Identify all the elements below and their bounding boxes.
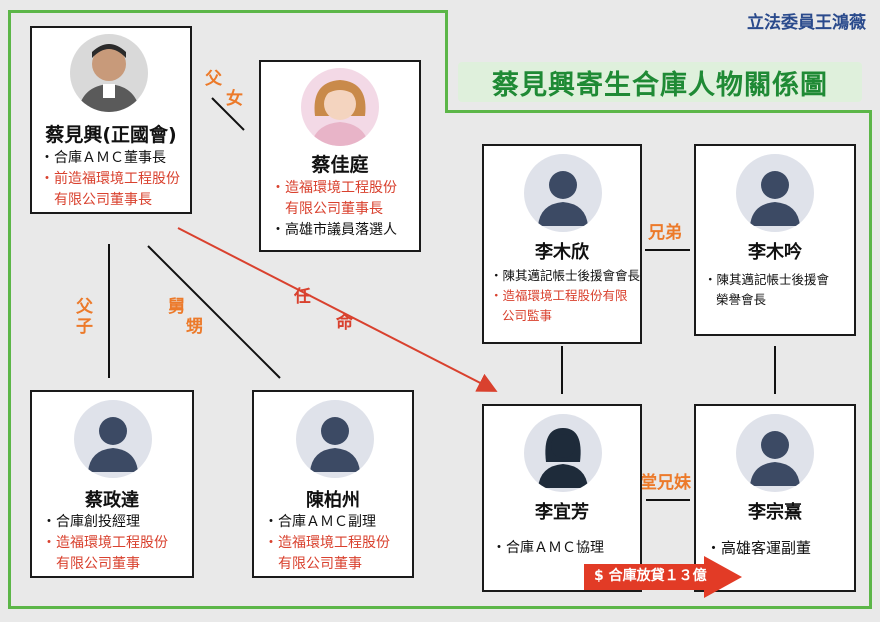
- avatar-placeholder-icon: [736, 414, 814, 492]
- person-name: 李木欣: [535, 242, 589, 263]
- rel-nephew: 甥: [186, 317, 203, 337]
- person-detail: ・合庫ＡＭＣ董事長: [40, 150, 166, 166]
- card-li-muxin: 李木欣 ・陳其邁記帳士後援會會長 ・造福環境工程股份有限 公司監事: [482, 144, 642, 344]
- card-li-yifang: 李宜芳 ・合庫ＡＭＣ協理: [482, 404, 642, 592]
- rel-father: 父: [205, 69, 222, 89]
- rel-appoint-1: 任: [294, 287, 311, 307]
- person-detail: ・前造福環境工程股份: [40, 171, 180, 187]
- person-detail: ・合庫創投經理: [42, 514, 140, 530]
- diagram-title: 蔡見興寄生合庫人物關係圖: [492, 69, 828, 101]
- frame-mid-horizontal: [445, 110, 872, 113]
- rel-uncle: 舅: [168, 297, 185, 317]
- person-name: 李木吟: [748, 242, 802, 263]
- rel-daughter: 女: [226, 89, 243, 109]
- avatar-photo: [70, 34, 148, 112]
- frame-left: [8, 10, 11, 608]
- rel-son: 子: [76, 317, 93, 337]
- person-detail: 有限公司董事: [56, 556, 140, 572]
- person-detail: ・高雄客運副董: [706, 539, 812, 557]
- person-detail: 有限公司董事長: [285, 201, 383, 217]
- person-detail: ・造福環境工程股份: [264, 535, 390, 551]
- person-detail: 榮譽會長: [716, 292, 767, 307]
- person-detail: ・合庫ＡＭＣ協理: [492, 540, 604, 556]
- card-tsai-jiating: 蔡佳庭 ・造福環境工程股份 有限公司董事長 ・高雄市議員落選人: [259, 60, 421, 252]
- rel-cousins: 堂兄妹: [640, 473, 691, 493]
- loan-label: $ 合庫放貸１３億: [594, 568, 707, 584]
- person-detail: ・造福環境工程股份: [42, 535, 168, 551]
- card-chen-bozhou: 陳柏州 ・合庫ＡＭＣ副理 ・造福環境工程股份 有限公司董事: [252, 390, 414, 578]
- card-tsai-jianxing: 蔡見興(正國會) ・合庫ＡＭＣ董事長 ・前造福環境工程股份 有限公司董事長: [30, 26, 192, 214]
- person-name: 李宜芳: [535, 502, 589, 523]
- card-li-zongxi: 李宗熹 ・高雄客運副董: [694, 404, 856, 592]
- loan-arrow-icon: [584, 556, 742, 598]
- person-detail: ・高雄市議員落選人: [271, 222, 397, 238]
- person-detail: ・陳其邁記帳士後援會: [704, 272, 830, 287]
- avatar-photo: [301, 68, 379, 146]
- avatar-placeholder-icon: [736, 154, 814, 232]
- rel-father-2: 父: [76, 297, 93, 317]
- avatar-placeholder-icon: [524, 154, 602, 232]
- frame-mid-vertical: [445, 10, 448, 112]
- person-detail: 公司監事: [502, 308, 553, 323]
- person-name: 蔡見興(正國會): [45, 124, 177, 146]
- person-detail: ・合庫ＡＭＣ副理: [264, 514, 376, 530]
- header-legislator: 立法委員王鴻薇: [747, 13, 866, 33]
- person-name: 陳柏州: [306, 490, 360, 511]
- person-detail: ・造福環境工程股份有限: [490, 288, 628, 303]
- frame-right: [869, 110, 872, 609]
- frame-left-top: [8, 10, 447, 13]
- person-name: 李宗熹: [748, 502, 802, 523]
- person-detail: ・造福環境工程股份: [271, 180, 397, 196]
- card-tsai-zhengda: 蔡政達 ・合庫創投經理 ・造福環境工程股份 有限公司董事: [30, 390, 194, 578]
- person-detail: 有限公司董事: [278, 556, 362, 572]
- avatar-placeholder-icon: [74, 400, 152, 478]
- avatar-placeholder-icon: [296, 400, 374, 478]
- person-detail: 有限公司董事長: [54, 192, 152, 208]
- person-name: 蔡佳庭: [311, 154, 369, 176]
- avatar-placeholder-female-icon: [524, 414, 602, 492]
- person-detail: ・陳其邁記帳士後援會會長: [490, 268, 641, 283]
- frame-bottom: [8, 606, 872, 609]
- rel-brothers: 兄弟: [648, 223, 682, 243]
- title-banner: 蔡見興寄生合庫人物關係圖: [458, 62, 862, 102]
- card-li-muyin: 李木吟 ・陳其邁記帳士後援會 榮譽會長: [694, 144, 856, 336]
- rel-appoint-2: 命: [336, 313, 353, 333]
- person-name: 蔡政達: [85, 490, 139, 511]
